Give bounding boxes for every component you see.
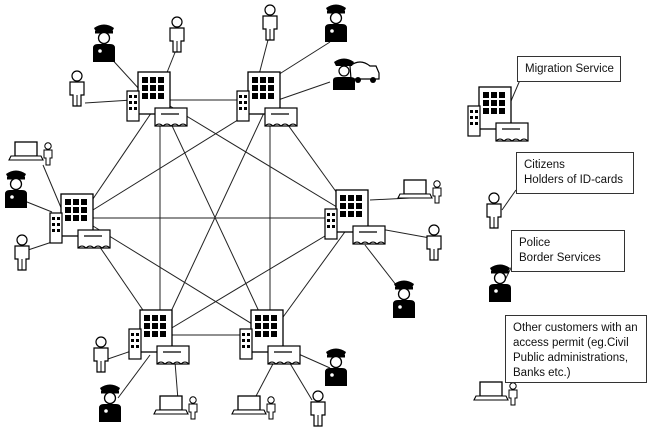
legend-other-line-3: Public administrations, xyxy=(513,352,629,364)
laptop-user-icon xyxy=(153,395,198,420)
legend-other-customers: Other customers with an access permit (e… xyxy=(505,315,647,383)
legend-police: Police Border Services xyxy=(511,230,625,272)
police-officer-icon xyxy=(324,3,348,43)
legend-laptop-user-icon xyxy=(473,381,518,406)
citizen-person-icon xyxy=(14,234,30,271)
office-building-icon xyxy=(128,309,190,365)
police-car-icon xyxy=(332,57,380,91)
legend-citizen-person-icon xyxy=(486,192,502,229)
legend-migration-service: Migration Service xyxy=(517,56,621,82)
laptop-user-icon xyxy=(397,179,442,204)
network-links xyxy=(79,99,356,336)
police-officer-icon xyxy=(392,279,416,319)
citizen-person-icon xyxy=(310,390,326,427)
legend-police-line-1: Police xyxy=(519,237,551,249)
legend-citizens-line-1: Citizens xyxy=(524,159,565,171)
legend-other-line-2: access permit (eg.Civil xyxy=(513,337,629,349)
legend-other-line-1: Other customers with an xyxy=(513,322,638,334)
police-officer-icon xyxy=(98,383,122,423)
laptop-user-icon xyxy=(8,141,53,166)
legend-citizens: Citizens Holders of ID-cards xyxy=(516,152,634,194)
citizen-person-icon xyxy=(426,224,442,261)
legend-police-officer-icon xyxy=(488,263,512,303)
citizen-person-icon xyxy=(69,70,85,107)
legend-citizens-line-2: Holders of ID-cards xyxy=(524,174,624,186)
office-building-icon xyxy=(126,71,188,127)
legend-office-building-icon xyxy=(467,86,529,142)
office-building-icon xyxy=(324,189,386,245)
citizen-person-icon xyxy=(169,16,185,53)
police-officer-icon xyxy=(92,23,116,63)
legend-other-line-4: Banks etc.) xyxy=(513,367,571,379)
office-building-icon xyxy=(236,71,298,127)
legend-migration-line-1: Migration Service xyxy=(525,63,614,75)
legend-police-line-2: Border Services xyxy=(519,252,601,264)
citizen-person-icon xyxy=(262,4,278,41)
citizen-person-icon xyxy=(93,336,109,373)
laptop-user-icon xyxy=(231,395,276,420)
police-officer-icon xyxy=(4,169,28,209)
office-building-icon xyxy=(239,309,301,365)
